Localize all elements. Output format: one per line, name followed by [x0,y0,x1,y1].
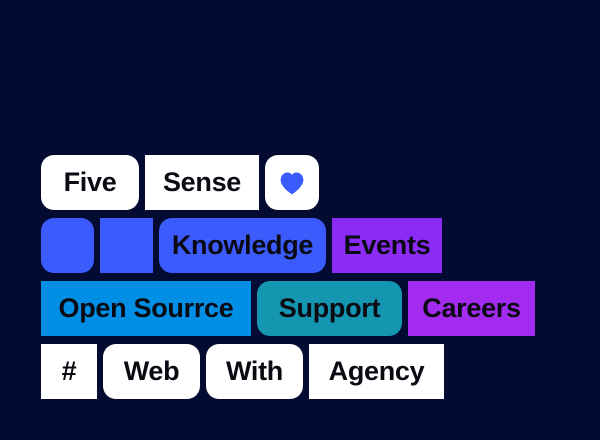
tag-events[interactable]: Events [332,218,442,273]
tag-careers[interactable]: Careers [408,281,535,336]
tag-with[interactable]: With [206,344,303,399]
tag-open-sourrce[interactable]: Open Sourrce [41,281,251,336]
tag-placeholder-r2-2[interactable] [100,218,153,273]
tag-heart-icon[interactable] [265,155,319,210]
tag-placeholder-r2-1[interactable] [41,218,94,273]
tag-[interactable]: # [41,344,97,399]
heart-icon [279,170,305,196]
tag-knowledge[interactable]: Knowledge [159,218,326,273]
tag-sense[interactable]: Sense [145,155,259,210]
tag-web[interactable]: Web [103,344,200,399]
tag-agency[interactable]: Agency [309,344,444,399]
tag-five[interactable]: Five [41,155,139,210]
tag-support[interactable]: Support [257,281,402,336]
